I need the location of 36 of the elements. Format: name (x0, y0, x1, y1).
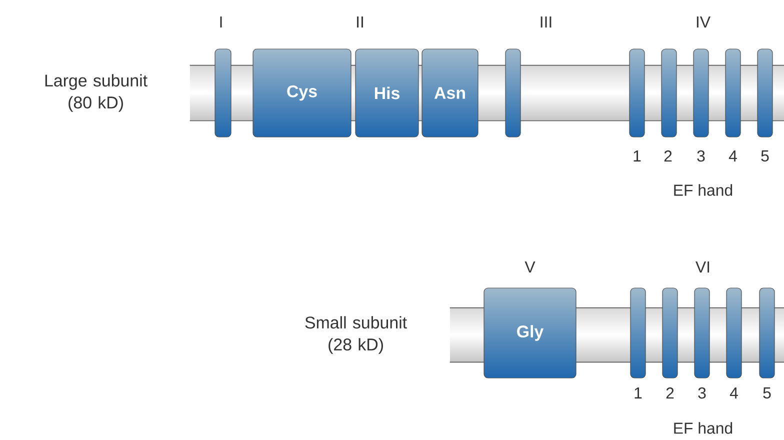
domain-band (630, 288, 646, 378)
domain-label: 2 (666, 387, 674, 399)
domain-label: 5 (763, 387, 771, 399)
domain-label: 4 (730, 388, 738, 398)
domain-band (629, 48, 645, 138)
domain-label: 1 (634, 388, 642, 398)
domain-label: 5 (761, 150, 769, 162)
domain-label: EF hand (674, 422, 732, 434)
domain-label: III (540, 16, 552, 28)
domain-label: 1 (634, 150, 641, 162)
domain-box: Asn (422, 48, 478, 138)
domain-box: Gly (484, 288, 576, 378)
node-label: Small subunit (28 kD) (305, 316, 407, 354)
domain-band (693, 48, 709, 138)
domain-band (694, 288, 710, 378)
domain-band (214, 48, 232, 138)
domain-label: I (220, 16, 222, 28)
domain-band (725, 48, 741, 138)
domain-label: VI (696, 262, 710, 272)
domain-band (726, 288, 742, 378)
domain-band (505, 48, 521, 138)
node-label: Large subunit (80 kD) (45, 74, 148, 112)
domain-band (759, 288, 775, 378)
domain-band (757, 48, 773, 138)
domain-box: Cys (252, 48, 352, 138)
domain-label: 4 (728, 150, 737, 162)
domain-label: II (357, 16, 363, 28)
domain-label: 3 (698, 387, 706, 399)
domain-label: IV (696, 16, 710, 28)
domain-label: V (524, 262, 536, 272)
domain-band (661, 48, 677, 138)
domain-label: 2 (664, 150, 672, 162)
domain-label: EF hand (674, 184, 732, 196)
domain-band (662, 288, 678, 378)
domain-box: His (355, 48, 419, 138)
domain-label: 3 (697, 150, 705, 162)
